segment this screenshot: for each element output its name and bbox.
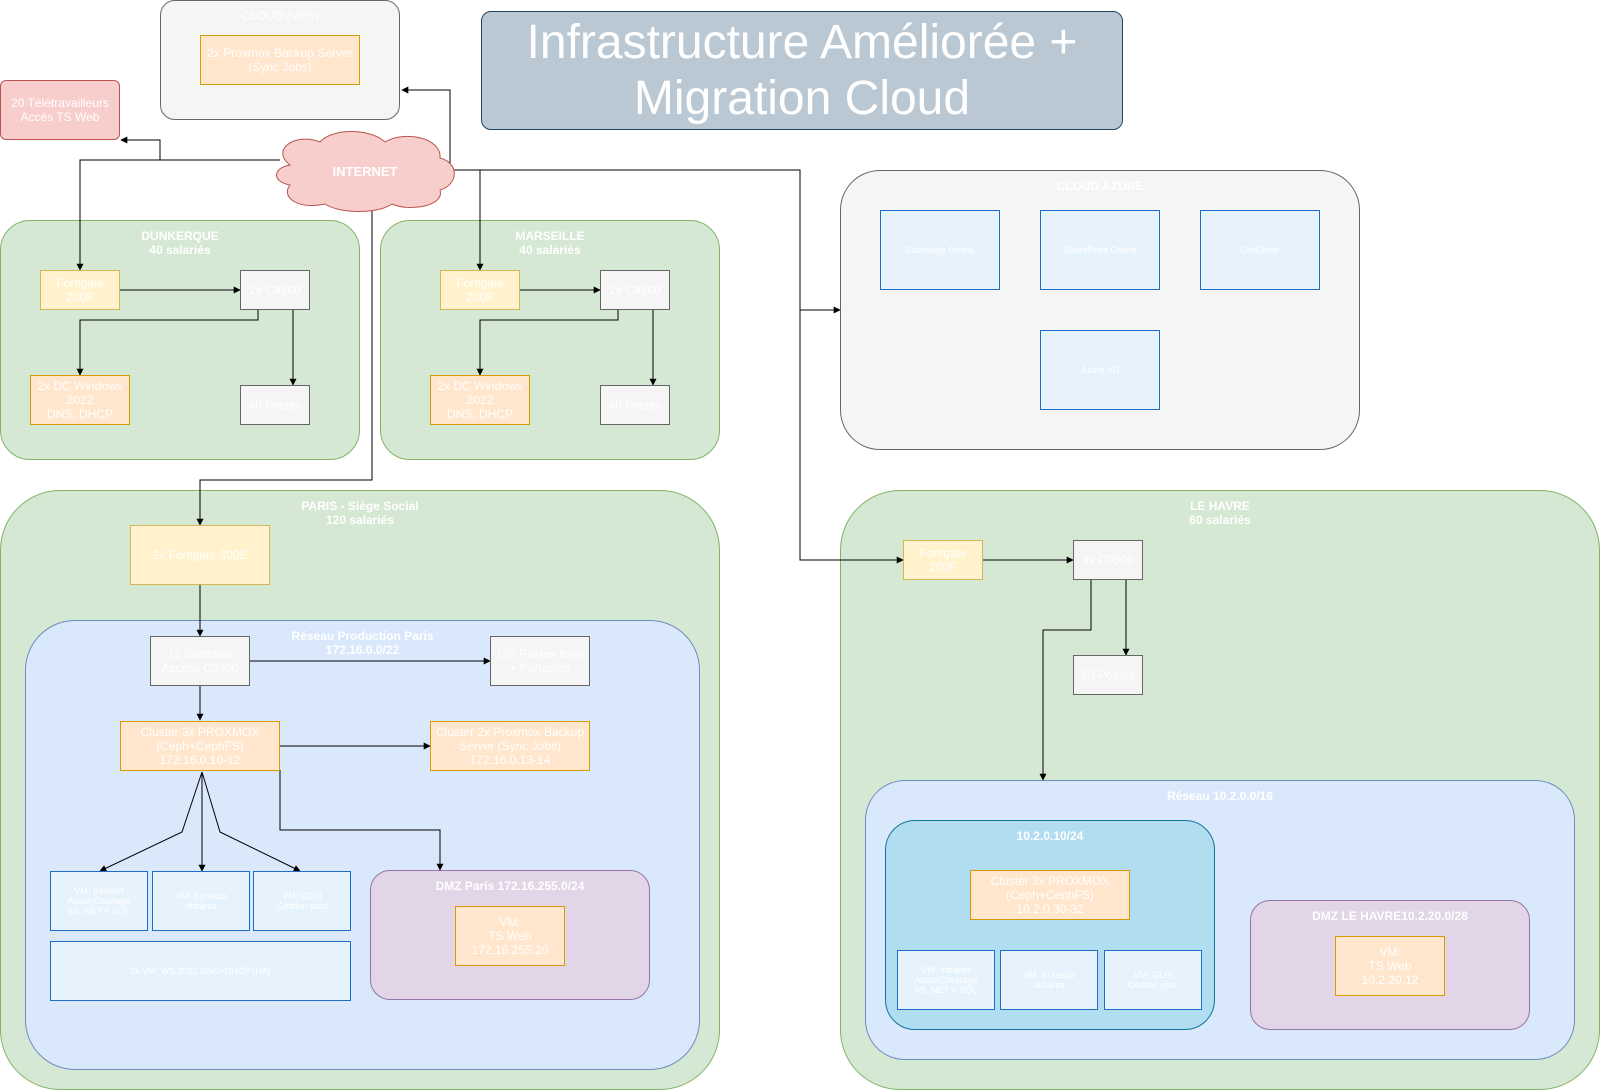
paris-vm-intranet[interactable]: VM: Intranet Assur/Courtage IIS .NET + S… bbox=[50, 871, 148, 931]
paris-fortigate[interactable]: 2x Fortigate 300E bbox=[130, 525, 270, 585]
lehavre-fortigate[interactable]: Fortigate 200F bbox=[903, 540, 983, 580]
azure-exchange[interactable]: Exchange Online bbox=[880, 210, 1000, 290]
paris-switches[interactable]: 12 Switches Access C9300 bbox=[150, 636, 250, 686]
link-internet-paris bbox=[196, 208, 373, 526]
paris-title: PARIS - Siège Social 120 salariés bbox=[301, 499, 419, 527]
internet-node[interactable]: INTERNET bbox=[332, 164, 398, 179]
link-internet-teleworkers bbox=[120, 136, 280, 161]
link-internet-azure bbox=[450, 169, 841, 314]
paris-postes[interactable]: 120 Postes fixes + Portables bbox=[490, 636, 590, 686]
lehavre-postes[interactable]: 60 Postes bbox=[1073, 655, 1143, 695]
paris-network-title: Réseau Production Paris 172.16.0.0/22 bbox=[291, 629, 434, 657]
lehavre-vm-bureaux[interactable]: VM: Bureaux distants bbox=[1000, 950, 1098, 1010]
marseille-fortigate[interactable]: Fortigate 200F bbox=[440, 270, 520, 310]
marseille-switch[interactable]: 2x C9300 bbox=[600, 270, 670, 310]
paris-dmz-title: DMZ Paris 172.16.255.0/24 bbox=[435, 879, 585, 893]
paris-cluster[interactable]: Cluster 3x PROXMOX (Ceph+CephFS) 172.16.… bbox=[120, 721, 280, 771]
link-paris-cluster-vm1 bbox=[99, 771, 203, 872]
paris-vm-glpi[interactable]: VM: GLPI Gestion parc bbox=[253, 871, 351, 931]
link-lh-switch-network bbox=[1039, 580, 1092, 781]
lehavre-switch[interactable]: 3x C9300 bbox=[1073, 540, 1143, 580]
paris-backup[interactable]: Cluster 2x Proxmox Backup Server (Sync J… bbox=[430, 721, 590, 771]
dunkerque-dc[interactable]: 2x DC Windows 2022 DNS, DHCP bbox=[30, 375, 130, 425]
link-internet-lehavre bbox=[799, 310, 904, 564]
teleworkers-node[interactable]: 20 Télétravailleurs Accès TS Web bbox=[0, 80, 120, 140]
marseille-postes[interactable]: 40 Postes bbox=[600, 385, 670, 425]
paris-dmz-vm[interactable]: VM: TS Web 172.16.255.20 bbox=[455, 906, 565, 966]
link-internet-marseille bbox=[450, 169, 484, 271]
page-title: Infrastructure Améliorée + Migration Clo… bbox=[481, 11, 1123, 130]
lehavre-vm-glpi[interactable]: VM: GLPI Gestion parc bbox=[1104, 950, 1202, 1010]
lehavre-dmz-title: DMZ LE HAVRE10.2.20.0/28 bbox=[1312, 909, 1468, 923]
lehavre-title: LE HAVRE 60 salariés bbox=[1189, 499, 1251, 527]
dunkerque-switch[interactable]: 2x C9300 bbox=[240, 270, 310, 310]
lehavre-vm-intranet[interactable]: VM: Intranet Assur/Courtage IIS .NET + S… bbox=[897, 950, 995, 1010]
link-ms-switch-dc bbox=[476, 310, 619, 376]
marseille-title: MARSEILLE 40 salariés bbox=[515, 229, 585, 257]
lehavre-dmz-zone: DMZ LE HAVRE10.2.20.0/28 bbox=[1250, 900, 1530, 1030]
link-paris-cluster-dmz bbox=[279, 770, 444, 871]
lehavre-subnet-title: 10.2.0.10/24 bbox=[1016, 829, 1084, 843]
lehavre-cluster[interactable]: Cluster 3x PROXMOX (Ceph+CephFS) 10.2.0.… bbox=[970, 870, 1130, 920]
lehavre-network-title: Réseau 10.2.0.0/16 bbox=[1166, 789, 1274, 803]
azure-sharepoint[interactable]: SharePoint Online bbox=[1040, 210, 1160, 290]
dunkerque-title: DUNKERQUE 40 salariés bbox=[141, 229, 219, 257]
internet-cloud-shape bbox=[276, 131, 455, 212]
dunkerque-fortigate[interactable]: Fortigate 200F bbox=[40, 270, 120, 310]
azure-title: CLOUD AZURE bbox=[1056, 179, 1144, 193]
dunkerque-postes[interactable]: 40 Postes bbox=[240, 385, 310, 425]
marseille-dc[interactable]: 2x DC Windows 2022 DNS, DHCP bbox=[430, 375, 530, 425]
paris-vm-dns[interactable]: 3x VM: WS 2022 DNS+DHCP (HA) bbox=[50, 941, 351, 1001]
link-dk-switch-dc bbox=[76, 310, 259, 376]
link-internet-dunkerque bbox=[76, 159, 280, 271]
azure-onedrive[interactable]: OneDrive bbox=[1200, 210, 1320, 290]
cloud-vps-backup[interactable]: 2x Proxmox Backup Server (Sync Jobs) bbox=[200, 35, 360, 85]
lehavre-dmz-vm[interactable]: VM: TS Web 10.2.20.12 bbox=[1335, 936, 1445, 996]
cloud-vps-title: CLOUD (VPS) bbox=[241, 9, 319, 23]
paris-vm-bureaux[interactable]: VM: Bureaux distants bbox=[152, 871, 250, 931]
azure-ad[interactable]: Azure AD bbox=[1040, 330, 1160, 410]
link-paris-cluster-vm3 bbox=[201, 771, 301, 872]
link-internet-cloudvps bbox=[401, 86, 451, 170]
